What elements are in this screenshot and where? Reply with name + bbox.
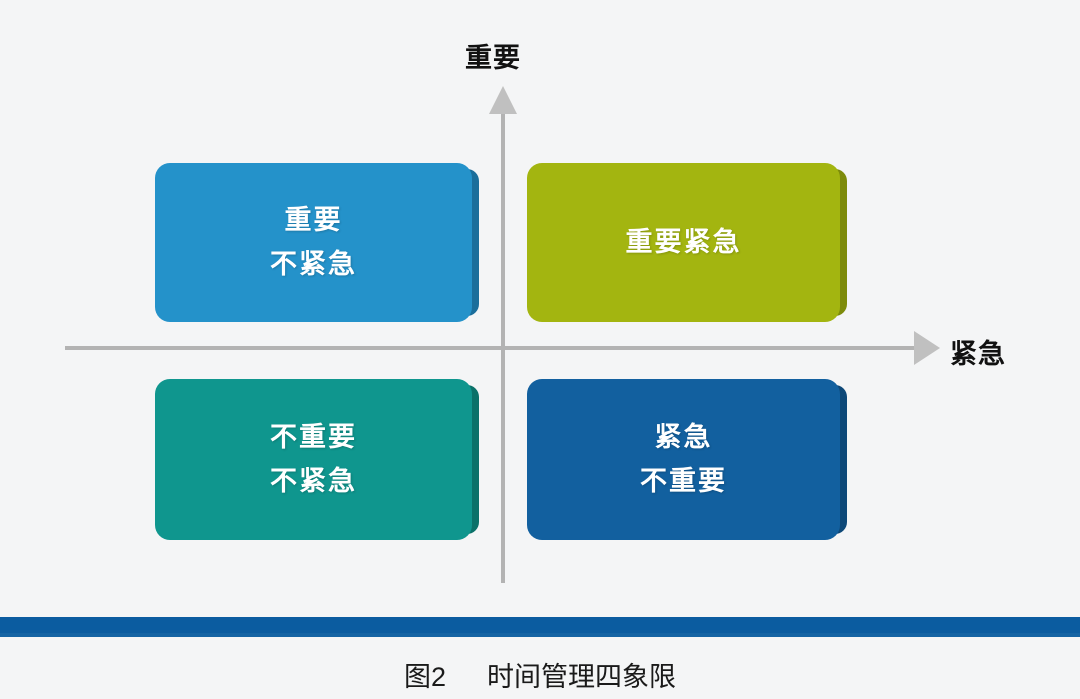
figure-caption: 图2 时间管理四象限 — [0, 655, 1080, 694]
quadrant-face — [527, 379, 840, 540]
bottom-accent-band — [0, 617, 1080, 637]
quadrant-urgent-not-important[interactable]: 紧急 不重要 — [527, 379, 847, 540]
quadrant-label-line: 重要 — [284, 204, 343, 235]
figure-title: 时间管理四象限 — [487, 662, 677, 692]
axis-label-urgent: 紧急 — [950, 339, 1006, 369]
arrow-up-icon — [489, 86, 517, 114]
quadrant-label-line: 不重要 — [270, 421, 357, 452]
quadrant-face — [527, 163, 840, 322]
quadrant-label: 不重要 不紧急 — [270, 416, 357, 503]
quadrant-label-line: 不紧急 — [270, 465, 357, 496]
quadrant-label: 重要紧急 — [626, 221, 742, 265]
quadrant-important-not-urgent[interactable]: 重要 不紧急 — [155, 163, 479, 322]
figure-number: 图2 — [403, 662, 446, 692]
quadrant-face — [155, 379, 472, 540]
quadrant-label-line: 紧急 — [654, 421, 713, 452]
arrow-right-icon — [914, 331, 940, 365]
vertical-axis-line — [501, 110, 505, 583]
quadrant-face — [155, 163, 472, 322]
quadrant-label: 重要 不紧急 — [270, 199, 357, 286]
quadrant-label-line: 重要紧急 — [625, 226, 742, 257]
quadrant-label: 紧急 不重要 — [640, 416, 727, 503]
quadrant-not-important-not-urgent[interactable]: 不重要 不紧急 — [155, 379, 479, 540]
quadrant-label-line: 不重要 — [640, 465, 727, 496]
quadrant-label-line: 不紧急 — [270, 248, 357, 279]
horizontal-axis-line — [65, 346, 923, 350]
quadrant-important-urgent[interactable]: 重要紧急 — [527, 163, 847, 322]
axis-label-important: 重要 — [465, 43, 521, 73]
bottom-accent-band-shade — [0, 633, 1080, 637]
